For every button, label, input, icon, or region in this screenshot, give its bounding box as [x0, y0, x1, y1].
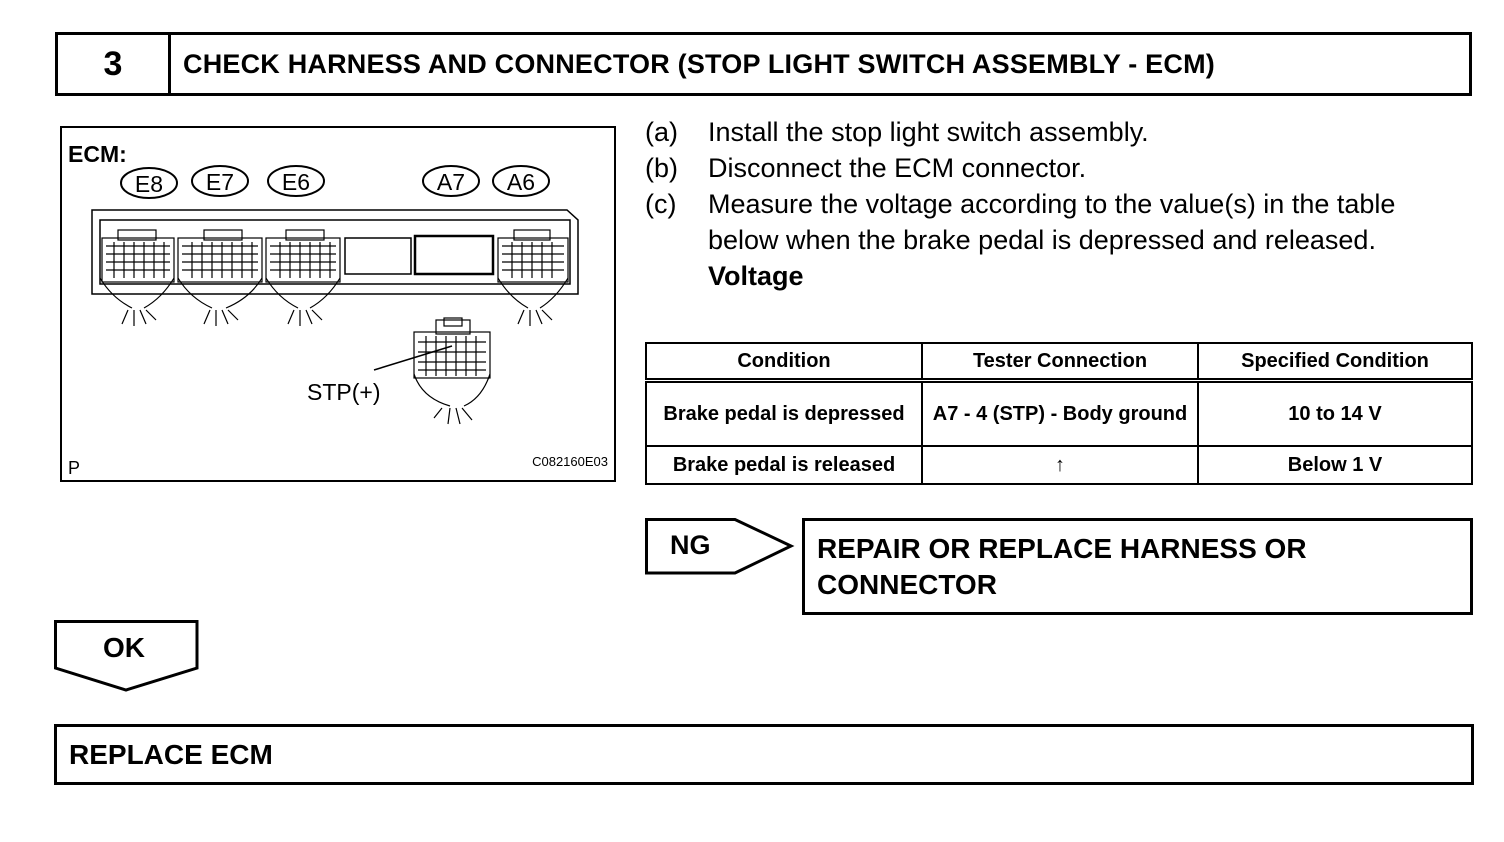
stp-pin-label: STP(+)	[307, 379, 380, 405]
column-header: Specified Condition	[1197, 342, 1473, 383]
blank-socket-a7-position	[413, 234, 495, 276]
ecm-connector-figure: ECM: E8 E7 E6 A7 A6	[60, 126, 616, 482]
voltage-table: Condition Tester Connection Specified Co…	[645, 342, 1473, 485]
instruction-marker: (a)	[645, 117, 678, 147]
svg-text:A6: A6	[507, 169, 535, 195]
connector-a7-detached	[413, 317, 491, 425]
ok-label: OK	[103, 632, 145, 663]
table-row: Brake pedal is released ↑ Below 1 V	[645, 445, 1473, 485]
ecm-connector-diagram: ECM: E8 E7 E6 A7 A6	[68, 141, 608, 478]
figure-code: C082160E03	[532, 454, 608, 469]
svg-text:E8: E8	[135, 171, 163, 197]
corner-mark: P	[68, 458, 80, 478]
instruction-c: (c) Measure the voltage according to the…	[645, 186, 1445, 258]
step-number: 3	[58, 35, 171, 93]
ecm-label: ECM:	[68, 141, 127, 167]
table-row: Brake pedal is depressed A7 - 4 (STP) - …	[645, 379, 1473, 447]
connector-callout-a7: A7	[422, 165, 480, 197]
table-cell: A7 - 4 (STP) - Body ground	[921, 379, 1199, 447]
table-cell: Brake pedal is released	[645, 445, 923, 485]
table-title: Voltage	[708, 261, 804, 291]
instruction-b: (b) Disconnect the ECM connector.	[645, 150, 1445, 186]
step-title: CHECK HARNESS AND CONNECTOR (STOP LIGHT …	[183, 48, 1215, 79]
table-cell: Below 1 V	[1197, 445, 1473, 485]
connector-socket-e7	[177, 229, 263, 283]
instruction-text: Install the stop light switch assembly.	[708, 117, 1149, 147]
table-cell: 10 to 14 V	[1197, 379, 1473, 447]
svg-text:E6: E6	[282, 169, 310, 195]
ecm-housing	[91, 209, 579, 295]
step-header: 3 CHECK HARNESS AND CONNECTOR (STOP LIGH…	[55, 32, 1472, 96]
connector-socket-e6	[265, 229, 341, 283]
instructions: (a) Install the stop light switch assemb…	[645, 114, 1445, 294]
instruction-marker: (b)	[645, 153, 678, 183]
instruction-text: Measure the voltage according to the val…	[708, 189, 1396, 255]
ok-arrow-shape	[54, 620, 199, 692]
table-header-row: Condition Tester Connection Specified Co…	[645, 342, 1473, 383]
instruction-text: Disconnect the ECM connector.	[708, 153, 1087, 183]
stp-leader-line	[373, 345, 453, 371]
ng-action-box: REPAIR OR REPLACE HARNESS OR CONNECTOR	[802, 518, 1473, 615]
svg-text:E7: E7	[206, 169, 234, 195]
ng-arrow-shape	[645, 518, 795, 575]
replace-ecm-box: REPLACE ECM	[54, 724, 1474, 785]
harness-wires	[99, 277, 569, 326]
svg-text:A7: A7	[437, 169, 465, 195]
column-header: Tester Connection	[921, 342, 1199, 383]
connector-socket-e8	[101, 229, 175, 283]
instruction-a: (a) Install the stop light switch assemb…	[645, 114, 1445, 150]
connector-callout-e8: E8	[120, 167, 178, 199]
blank-socket-a8	[344, 237, 412, 275]
connector-callout-e6: E6	[267, 165, 325, 197]
ng-label: NG	[670, 530, 711, 560]
table-cell: Brake pedal is depressed	[645, 379, 923, 447]
connector-callout-a6: A6	[492, 165, 550, 197]
connector-callout-e7: E7	[191, 165, 249, 197]
connector-socket-a6	[497, 229, 569, 283]
table-cell: ↑	[921, 445, 1199, 485]
instruction-marker: (c)	[645, 189, 677, 219]
column-header: Condition	[645, 342, 923, 383]
